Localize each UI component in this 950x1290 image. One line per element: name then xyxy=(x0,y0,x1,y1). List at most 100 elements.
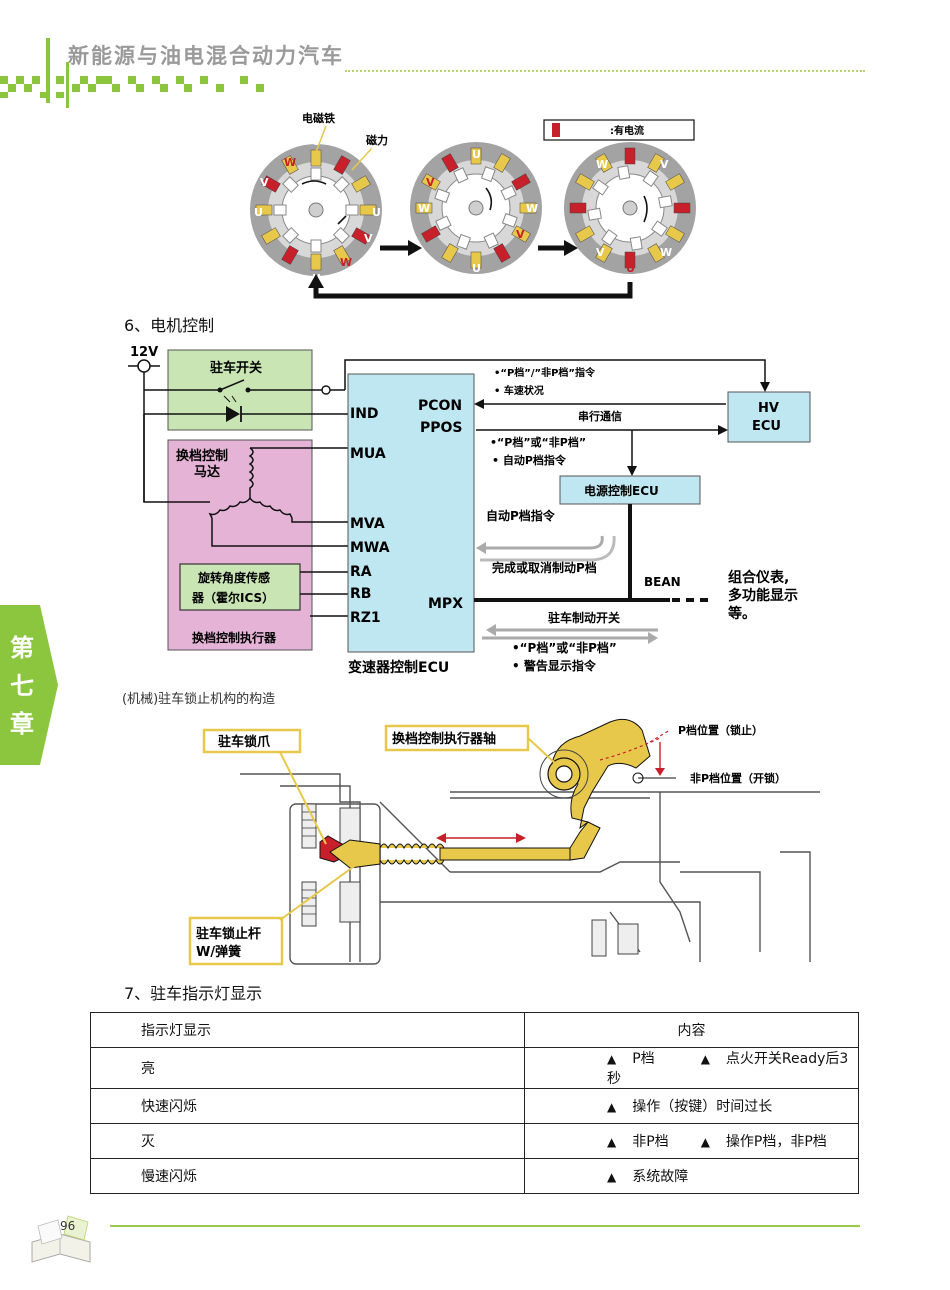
chapter-tab-shape xyxy=(0,605,58,765)
voltage-label: 12V xyxy=(130,345,158,360)
motor-state-2 xyxy=(410,142,542,274)
header-dotted-rule xyxy=(345,70,865,72)
phase-label: W xyxy=(526,202,538,215)
meter-1: 组合仪表, xyxy=(728,569,789,586)
pin-ind: IND xyxy=(350,406,379,422)
section-6-title: 6、电机控制 xyxy=(124,316,215,335)
force-label: 磁力 xyxy=(366,133,388,147)
pin-mva: MVA xyxy=(350,516,385,532)
parking-lock-mechanism-figure: 驻车锁爪 换档控制执行器轴 P档位置（锁止） 非P档位置（开锁） 驻车锁止杆 W… xyxy=(188,718,820,966)
phase-label: V xyxy=(364,232,373,245)
chapter-char-1: 第 xyxy=(10,634,34,662)
pin-rz1: RZ1 xyxy=(350,610,381,626)
row-content: ▲ 操作（按键）时间过长 xyxy=(524,1088,859,1124)
pin-mua: MUA xyxy=(350,446,386,462)
meter-3: 等。 xyxy=(728,605,756,622)
table-row: 灭 ▲非P档▲操作P档，非P档 xyxy=(90,1123,859,1159)
phase-label: V xyxy=(660,158,669,171)
phase-label: U xyxy=(312,135,321,148)
phase-label: W xyxy=(340,256,352,269)
content-item: 系统故障 xyxy=(632,1169,689,1185)
pin-rb: RB xyxy=(350,586,371,602)
phase-label: W xyxy=(418,202,430,215)
triangle-bullet-icon: ▲ xyxy=(607,1135,617,1149)
row-state: 灭 xyxy=(90,1123,525,1159)
table-row: 亮 ▲P档▲点火开关Ready后3秒 xyxy=(90,1047,859,1089)
footer-rule xyxy=(110,1225,860,1227)
phase-label: U xyxy=(626,262,635,275)
chapter-char-3: 章 xyxy=(10,710,34,738)
open-book-icon xyxy=(31,1215,91,1263)
pin-ppos: PPOS xyxy=(420,420,463,436)
phase-label: U xyxy=(472,262,481,275)
phase-label: U xyxy=(472,148,481,161)
meter-2: 多功能显示 xyxy=(728,587,798,604)
header-checker-decoration xyxy=(0,38,264,108)
shaft-label: 换档控制执行器轴 xyxy=(392,731,496,747)
sensor-label-2: 器（霍尔ICS） xyxy=(191,590,274,605)
section-7-title: 7、驻车指示灯显示 xyxy=(124,984,263,1003)
warn-cmd: • 警告显示指令 xyxy=(512,658,597,673)
msg-p-cmd: •“P档”/”非P档”指令 xyxy=(494,366,596,379)
phase-label: W xyxy=(660,246,672,259)
row-state: 慢速闪烁 xyxy=(90,1158,525,1194)
triangle-bullet-icon: ▲ xyxy=(607,1100,617,1114)
book-title: 新能源与油电混合动力汽车 xyxy=(68,44,344,68)
pin-mpx: MPX xyxy=(428,596,463,612)
chapter-char-2: 七 xyxy=(10,672,34,700)
rod-label-2: W/弹簧 xyxy=(196,944,241,960)
power-ecu: 电源控制ECU xyxy=(584,483,659,498)
phase-label: U xyxy=(372,206,381,219)
pin-pcon: PCON xyxy=(418,398,462,414)
msg-serial: 串行通信 xyxy=(578,409,622,423)
bean-label: BEAN xyxy=(644,575,681,589)
sensor-label-1: 旋转角度传感 xyxy=(197,570,270,585)
table-row: 快速闪烁 ▲ 操作（按键）时间过长 xyxy=(90,1088,859,1124)
hv-ecu-2: ECU xyxy=(752,419,781,434)
phase-label: U xyxy=(626,148,635,161)
legend-current: :有电流 xyxy=(610,124,644,137)
phase-label: V xyxy=(516,228,525,241)
header-content: 内容 xyxy=(524,1012,859,1048)
row-content: ▲ P档 ▲点火开关Ready后3秒 xyxy=(524,1047,859,1089)
hv-ecu-1: HV xyxy=(758,401,779,416)
row-content: ▲ 系统故障 xyxy=(524,1158,859,1194)
motor-state-1 xyxy=(250,144,382,276)
phase-label: V xyxy=(426,176,435,189)
msg-speed: • 车速状况 xyxy=(494,384,544,397)
msg-p-or: •“P档”或“非P档” xyxy=(490,435,586,449)
rod-label-1: 驻车锁止杆 xyxy=(196,926,261,942)
phase-label: U xyxy=(682,202,691,215)
motor-rotation-figure: U U U U W W V V 电磁铁 磁力 xyxy=(250,112,696,299)
pawl-label: 驻车锁爪 xyxy=(218,734,271,750)
triangle-bullet-icon: ▲ xyxy=(607,1170,617,1184)
p-position-label: P档位置（锁止） xyxy=(678,723,763,737)
bottom-p-or: •“P档”或“非P档” xyxy=(512,640,617,655)
row-state: 快速闪烁 xyxy=(90,1088,525,1124)
phase-label: U xyxy=(570,202,579,215)
park-switch-label: 驻车开关 xyxy=(210,360,262,376)
motor-label-2: 马达 xyxy=(194,464,220,480)
content-item: 操作（按键）时间过长 xyxy=(632,1099,773,1115)
phase-label: W xyxy=(596,158,608,171)
header-indicator: 指示灯显示 xyxy=(90,1012,525,1048)
page-number: 96 xyxy=(60,1219,76,1233)
non-p-position-label: 非P档位置（开锁） xyxy=(690,771,786,785)
content-item: 点火开关Ready后3秒 xyxy=(607,1051,849,1087)
motor-control-diagram: 12V 驻车开关 换档控制 马达 旋转角度传感 器（霍尔ICS） 换档控制执行器… xyxy=(128,345,811,676)
pin-ra: RA xyxy=(350,564,372,580)
content-item: P档 xyxy=(632,1051,655,1067)
pin-mwa: MWA xyxy=(350,540,390,556)
row-content: ▲非P档▲操作P档，非P档 xyxy=(524,1123,859,1159)
content-item: 非P档 xyxy=(632,1134,669,1150)
mech-caption: (机械)驻车锁止机构的构造 xyxy=(122,692,276,707)
phase-label: V xyxy=(260,176,269,189)
indicator-table: 指示灯显示 内容 亮 ▲P档▲点火开关Ready后3秒 快速闪烁 ▲操作（按键）… xyxy=(90,1012,859,1194)
park-brake-sw: 驻车制动开关 xyxy=(548,610,620,625)
table-row: 慢速闪烁 ▲ 系统故障 xyxy=(90,1158,859,1194)
phase-label: W xyxy=(284,156,296,169)
triangle-bullet-icon: ▲ xyxy=(700,1052,710,1066)
triangle-bullet-icon: ▲ xyxy=(607,1052,617,1066)
actuator-label: 换档控制执行器 xyxy=(192,630,277,645)
motor-state-3 xyxy=(564,142,696,274)
